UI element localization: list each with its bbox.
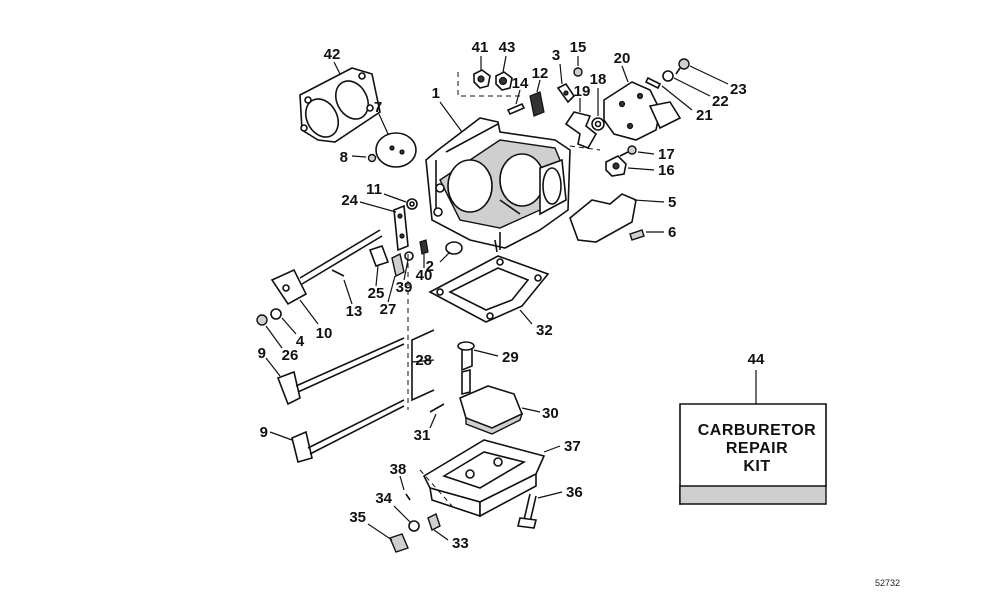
- callout-30: 30: [542, 405, 559, 422]
- washer-34: [408, 520, 420, 532]
- choke-shaft-9-upper: [276, 337, 405, 406]
- screw-15: [573, 67, 583, 77]
- screw-6: [629, 229, 645, 241]
- pin-13: [331, 269, 345, 277]
- throttle-disc-7: [375, 132, 417, 168]
- callout-5: 5: [668, 194, 676, 211]
- callout-10: 10: [316, 325, 333, 342]
- kit-label-line3: KIT: [743, 458, 770, 475]
- lever-24: [393, 204, 409, 252]
- callout-43: 43: [499, 39, 516, 56]
- screw-23: [675, 58, 690, 75]
- needle-valve-29: [457, 341, 475, 396]
- callout-11: 11: [366, 181, 382, 198]
- screw-17: [619, 145, 637, 157]
- washer-39: [404, 251, 414, 261]
- reference-number: 52732: [875, 578, 900, 588]
- callout-25: 25: [368, 285, 385, 302]
- plug-35: [389, 533, 409, 553]
- callout-16: 16: [658, 162, 675, 179]
- callout-39: 39: [396, 279, 413, 296]
- washer-4: [270, 308, 282, 320]
- washer-43: [495, 71, 513, 91]
- callout-27: 27: [380, 301, 397, 318]
- callout-40: 40: [416, 267, 433, 284]
- bolt-36: [517, 493, 537, 529]
- nut-41: [473, 69, 491, 89]
- callout-31: 31: [414, 427, 431, 444]
- choke-plate-20: [603, 81, 682, 141]
- callout-3: 3: [552, 47, 560, 64]
- callout-34: 34: [375, 490, 392, 507]
- bushing-25: [368, 244, 390, 268]
- valve-16: [605, 155, 627, 177]
- callout-12: 12: [532, 65, 549, 82]
- callout-13: 13: [346, 303, 363, 320]
- callout-15: 15: [570, 39, 587, 56]
- kit-label-line2: REPAIR: [726, 440, 788, 457]
- callout-41: 41: [472, 39, 489, 56]
- gasket-42: [299, 67, 381, 143]
- gasket-2: [445, 241, 463, 255]
- screw-8: [367, 153, 377, 163]
- callout-4: 4: [296, 333, 305, 350]
- callout-37: 37: [564, 438, 581, 455]
- pin-14: [506, 102, 526, 116]
- throttle-shaft-10: [270, 229, 383, 306]
- callout-26: 26: [282, 347, 299, 364]
- jet-12: [529, 91, 545, 117]
- choke-shaft-9-lower: [291, 399, 405, 463]
- carburetor-body-1: [425, 117, 571, 253]
- float-30: [459, 385, 524, 435]
- callout-20: 20: [614, 50, 631, 67]
- callout-17: 17: [658, 146, 675, 163]
- callout-35: 35: [349, 509, 366, 526]
- cover-plate-5: [569, 193, 637, 243]
- repair-kit-box: CARBURETOR REPAIR KIT: [679, 403, 827, 505]
- float-bowl-37: [422, 439, 546, 518]
- callout-18: 18: [590, 71, 607, 88]
- callout-38: 38: [390, 461, 407, 478]
- callout-9-upper: 9: [258, 345, 266, 362]
- callout-36: 36: [566, 484, 583, 501]
- bracket-3: [556, 82, 576, 104]
- callout-14: 14: [512, 75, 529, 92]
- callout-23: 23: [730, 81, 747, 98]
- callout-32: 32: [536, 322, 553, 339]
- callout-1: 1: [432, 85, 440, 102]
- callout-44: 44: [748, 351, 765, 368]
- pin-38: [405, 493, 411, 501]
- callout-28: 28: [415, 352, 432, 369]
- pin-21: [644, 76, 662, 90]
- pin-31: [429, 403, 445, 413]
- callout-9-lower: 9: [260, 424, 268, 441]
- callout-24: 24: [341, 192, 358, 209]
- callout-7: 7: [374, 99, 382, 116]
- callout-33: 33: [452, 535, 469, 552]
- kit-label-line1: CARBURETOR: [698, 422, 816, 439]
- callout-2: 2: [426, 258, 434, 275]
- callout-19: 19: [574, 83, 591, 100]
- callout-8: 8: [340, 149, 348, 166]
- washer-11: [406, 198, 418, 210]
- callout-22: 22: [712, 93, 729, 110]
- callout-labels: 1 2 3 4 5 6 7 8 9 9 10 11 12 13 14 15 16…: [258, 39, 747, 552]
- callout-6: 6: [668, 224, 676, 241]
- washer-18: [591, 117, 605, 131]
- washer-22: [662, 70, 674, 82]
- callout-21: 21: [696, 107, 713, 124]
- callout-42: 42: [324, 46, 341, 63]
- gasket-32: [428, 255, 550, 323]
- lever-19: [564, 111, 598, 150]
- screw-27: [391, 252, 405, 278]
- screw-26: [256, 314, 268, 326]
- screw-33: [427, 513, 441, 531]
- screw-40: [419, 239, 429, 255]
- callout-29: 29: [502, 349, 519, 366]
